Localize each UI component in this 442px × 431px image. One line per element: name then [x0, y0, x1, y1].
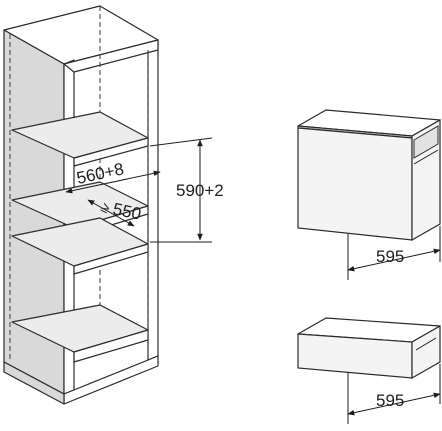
cabinet-top-rail: [63, 39, 159, 73]
appliance-drawer-front: [411, 324, 441, 380]
cabinet-plinth-side: [3, 361, 65, 405]
appliance-compact-width-label: 595: [376, 247, 404, 266]
niche-height-dimension: 590+2: [149, 137, 224, 243]
appliance-drawer-side: [297, 333, 413, 379]
appliance-drawer-width-label: 595: [376, 391, 404, 410]
niche-height-label: 590+2: [176, 181, 224, 200]
appliance-drawer: [297, 317, 441, 380]
appliance-compact-width-dimension: 595: [347, 226, 441, 280]
appliance-drawer-width-dimension: 595: [347, 364, 441, 424]
appliance-compact: [297, 109, 441, 242]
appliance-compact-control-panel: [413, 125, 439, 159]
cabinet-plinth: [63, 355, 159, 405]
appliance-compact-side: [297, 127, 413, 241]
cabinet-right-side: [147, 39, 159, 361]
